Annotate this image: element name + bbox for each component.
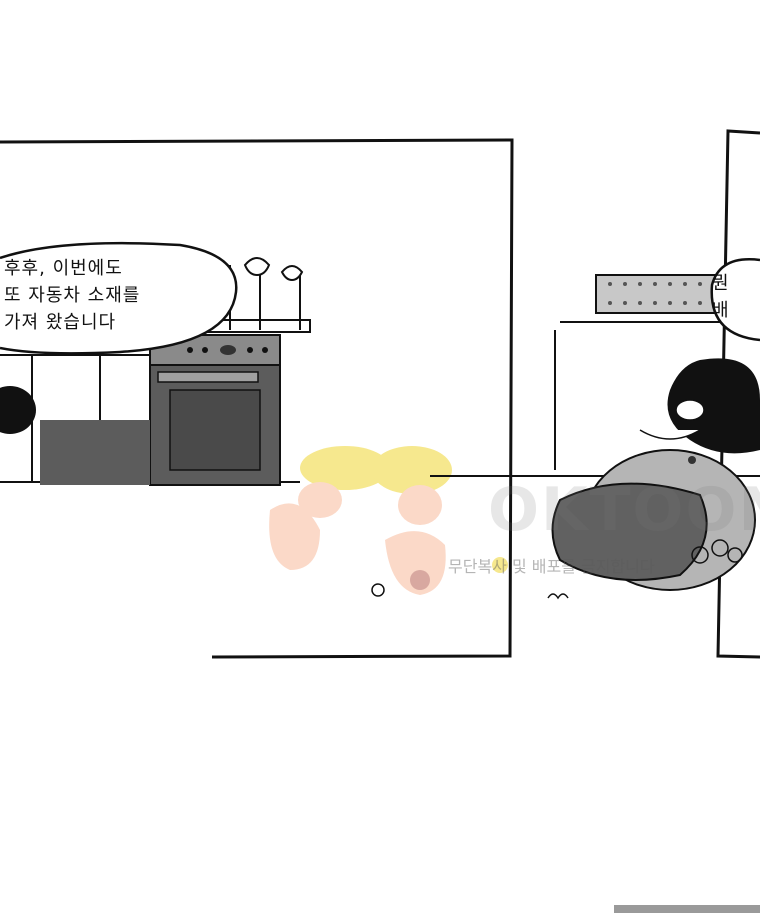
speech-bubble-left-text: 후후, 이번에도 또 자동차 소재를 가져 왔습니다 [4, 258, 141, 333]
speech-bubble-right [710, 258, 760, 342]
small-creatures [243, 257, 304, 282]
left-panel-frame [0, 138, 514, 659]
black-creature-right [667, 358, 760, 454]
blonde-characters [269, 446, 452, 597]
hood-vent [595, 274, 727, 314]
black-creature-left [0, 386, 36, 434]
speech-bubble-left [0, 241, 238, 355]
speech-bubble-right-text: 뭔 배 [712, 273, 730, 321]
dark-creature [551, 482, 708, 581]
watermark-oktoon: OKTOON [488, 475, 760, 545]
stove [40, 334, 281, 486]
watermark-notice: 무단복사 및 배포를 금지합니다 [448, 557, 655, 576]
scrollbar[interactable] [614, 905, 760, 913]
flower-doodles [547, 539, 743, 600]
